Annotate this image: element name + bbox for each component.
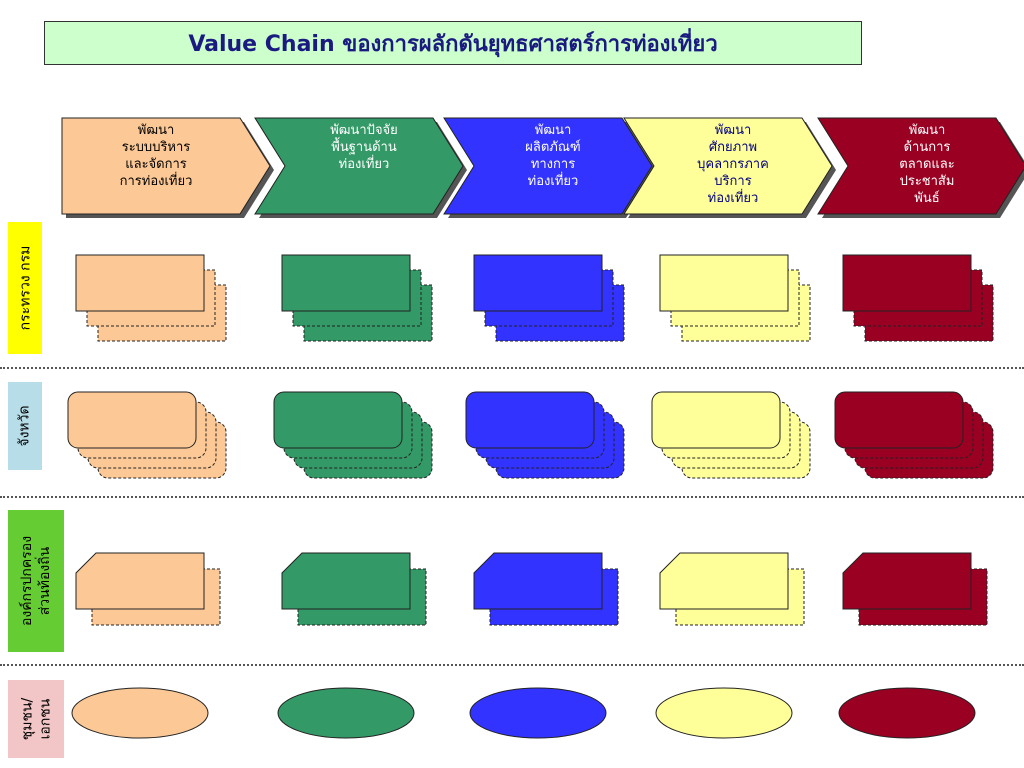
ministry-box (842, 254, 972, 312)
ministry-box (281, 254, 411, 312)
local-government-box (473, 552, 603, 610)
province-box (651, 391, 781, 449)
row-label-province: จังหวัด (8, 382, 42, 470)
row-label-ministry: กระทรวง กรม (8, 222, 42, 354)
local-government-box (281, 552, 411, 610)
chevron-step (61, 117, 271, 215)
chevron-step (623, 117, 833, 215)
province-box (273, 391, 403, 449)
community-ellipse (469, 687, 607, 739)
chevron-label: พัฒนา ด้านการ ตลาดและ ประชาสัม พันธ์ (899, 123, 955, 206)
province-box (67, 391, 197, 449)
local-government-box (842, 552, 972, 610)
row-label-community: ชุมชน/ เอกชน (8, 680, 64, 758)
title-box: Value Chain ของการผลักดันยุทธศาสตร์การท่… (44, 21, 862, 65)
chevron-label: พัฒนา ผลิตภัณฑ์ ทางการ ท่องเที่ยว (525, 123, 581, 189)
ministry-box (473, 254, 603, 312)
local-government-box (75, 552, 205, 610)
province-box (834, 391, 964, 449)
row-label-text: ชุมชน/ เอกชน (19, 697, 53, 741)
chevron-step (817, 117, 1024, 215)
row-label-local-government: องค์กรปกครอง ส่วนท้องถิ่น (8, 510, 64, 652)
page-title: Value Chain ของการผลักดันยุทธศาสตร์การท่… (188, 31, 718, 57)
chevron-step (443, 117, 653, 215)
chevron-label: พัฒนา ระบบบริหาร และจัดการ การท่องเที่ยว (119, 123, 193, 189)
row-label-text: องค์กรปกครอง ส่วนท้องถิ่น (19, 535, 54, 627)
community-ellipse (655, 687, 793, 739)
row-label-text: จังหวัด (17, 405, 34, 447)
community-ellipse (71, 687, 209, 739)
community-ellipse (838, 687, 976, 739)
local-government-box (659, 552, 789, 610)
row-divider (0, 496, 1024, 498)
chevron-label: พัฒนา ศักยภาพ บุคลากรภาค บริการ ท่องเที่… (697, 123, 769, 206)
community-ellipse (277, 687, 415, 739)
row-label-text: กระทรวง กรม (17, 245, 34, 331)
chevron-step (254, 117, 464, 215)
ministry-box (659, 254, 789, 312)
row-divider (0, 664, 1024, 666)
province-box (465, 391, 595, 449)
row-divider (0, 367, 1024, 369)
chevron-label: พัฒนาปัจจัย พื้นฐานด้าน ท่องเที่ยว (330, 123, 398, 172)
ministry-box (75, 254, 205, 312)
